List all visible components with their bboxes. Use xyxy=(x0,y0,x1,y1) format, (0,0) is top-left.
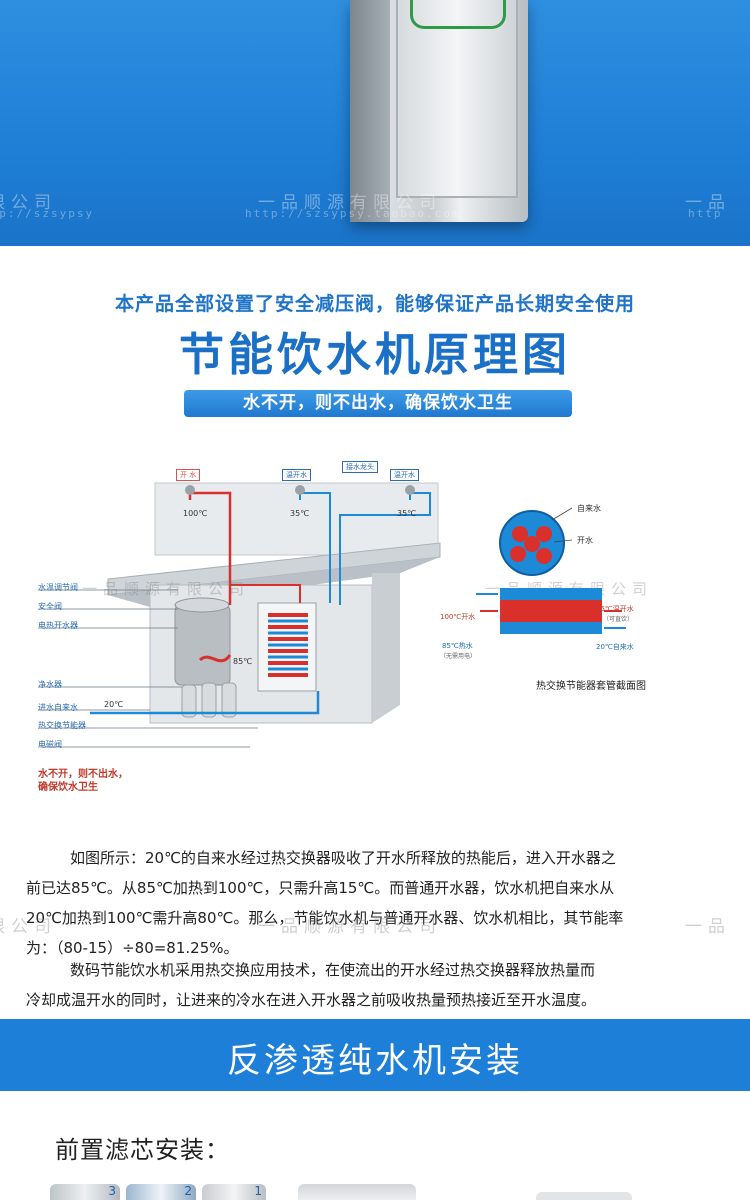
paragraph2-line-2: 冷却成温开水的同时，让进来的冷水在进入开水器之前吸收热量预热接近至开水温度。 xyxy=(26,991,597,1009)
watermark-url: http://szsypsy.taobao.com xyxy=(245,207,461,220)
watermark-text-right: 一品 xyxy=(685,917,731,937)
top-banner: 限公司 ttp://szsypsy 一品顺源有限公司 http://szsyps… xyxy=(0,0,750,246)
principle-paragraph: 如图所示：20℃的自来水经过热交换器吸收了开水所释放的热能后，进入开水器之 前已… xyxy=(26,843,726,963)
label-tap-water: 进水自来水 xyxy=(38,703,78,712)
tag-warm-water-1: 温开水 xyxy=(282,469,311,481)
thumb-number-2: 2 xyxy=(184,1184,192,1198)
paragraph-line-4: 为：（80-15）÷80=81.25%。 xyxy=(26,939,239,957)
water-dispenser-handle xyxy=(410,0,506,29)
paragraph-line-2: 前已达85℃。从85℃加热到100℃，只需升高15℃。而普通开水器，饮水机把自来… xyxy=(26,879,615,897)
warning-note: 水不开，则不出水， 确保饮水卫生 xyxy=(38,768,128,794)
paragraph-line-3: 20℃加热到100℃需升高80℃。那么，节能饮水机与普通开水器、饮水机相比，其节… xyxy=(26,909,624,927)
page-title: 节能饮水机原理图 xyxy=(178,328,571,381)
technology-paragraph: 数码节能饮水机采用热交换应用技术，在使流出的开水经过热交换器释放热量而 冷却成温… xyxy=(26,955,726,1015)
tag-drain-tap: 接水龙头 xyxy=(342,461,378,473)
dispenser-schematic xyxy=(38,482,441,748)
filter-thumbnail-5 xyxy=(536,1192,632,1200)
water-dispenser-side xyxy=(350,0,390,222)
label-purifier: 净水器 xyxy=(38,680,62,689)
label-boiler: 电热开水器 xyxy=(38,621,78,630)
flow-85: 85℃热水 xyxy=(442,642,473,650)
temp-35b: 35℃ xyxy=(397,509,417,518)
label-safety-valve: 安全阀 xyxy=(38,602,62,611)
label-boiling-circle: 开水 xyxy=(577,536,593,545)
section-banner xyxy=(0,1019,750,1091)
filter-thumbnail-3: 3 xyxy=(50,1184,120,1200)
label-heat-exchanger: 热交换节能器 xyxy=(38,721,86,730)
tag-warm-water-2: 温开水 xyxy=(390,469,419,481)
water-dispenser-door xyxy=(396,0,518,198)
tag-boiling-water: 开 水 xyxy=(176,469,201,481)
flow-35-note: （可直饮） xyxy=(603,616,634,623)
flow-85-note: （无需用电） xyxy=(440,653,477,660)
temp-35a: 35℃ xyxy=(290,509,310,518)
watermark-diagram-left: 一品顺源有限公司 xyxy=(82,580,251,598)
watermark-url-right: http xyxy=(688,207,723,220)
watermark-text-left: 限公司 xyxy=(0,917,57,937)
sub-heading: 前置滤芯安装： xyxy=(55,1136,230,1164)
filter-thumbnail-2: 2 xyxy=(126,1184,196,1200)
watermark-text-center: 一品顺源有限公司 xyxy=(258,917,442,937)
section-title: 反渗透纯水机安装 xyxy=(227,1041,523,1081)
label-solenoid-valve: 电磁阀 xyxy=(38,740,62,749)
warning-line-1: 水不开，则不出水， xyxy=(38,769,128,780)
label-valve: 水温调节阀 xyxy=(38,583,78,592)
warning-line-2: 确保饮水卫生 xyxy=(38,782,98,793)
watermark-company-left: 限公司 xyxy=(0,193,57,213)
temp-100: 100℃ xyxy=(183,509,208,518)
cross-section-diagram xyxy=(476,507,626,634)
filter-thumbnail-4 xyxy=(298,1184,416,1200)
cross-section-caption: 热交换节能器套管截面图 xyxy=(536,681,646,692)
flow-20: 20℃自来水 xyxy=(596,643,634,651)
watermark-company-right: 一品 xyxy=(685,193,731,213)
thumb-number-1: 1 xyxy=(254,1184,262,1198)
watermark-url-left: ttp://szsypsy xyxy=(0,207,95,220)
safety-notice: 本产品全部设置了安全减压阀，能够保证产品长期安全使用 xyxy=(114,293,635,315)
flow-100: 100℃开水 xyxy=(440,613,476,621)
temp-20: 20℃ xyxy=(104,700,124,709)
label-tap-water-circle: 自来水 xyxy=(577,504,601,513)
hygiene-banner: 水不开，则不出水，确保饮水卫生 xyxy=(184,390,572,417)
thumb-number-3: 3 xyxy=(108,1184,116,1198)
temp-85: 85℃ xyxy=(233,657,253,666)
filter-thumbnail-1: 1 xyxy=(202,1184,266,1200)
paragraph2-line-1: 数码节能饮水机采用热交换应用技术，在使流出的开水经过热交换器释放热量而 xyxy=(70,961,596,979)
flow-35: 35℃温开水 xyxy=(596,605,634,613)
paragraph-line-1: 如图所示：20℃的自来水经过热交换器吸收了开水所释放的热能后，进入开水器之 xyxy=(70,849,616,867)
watermark-company: 一品顺源有限公司 xyxy=(258,193,442,213)
